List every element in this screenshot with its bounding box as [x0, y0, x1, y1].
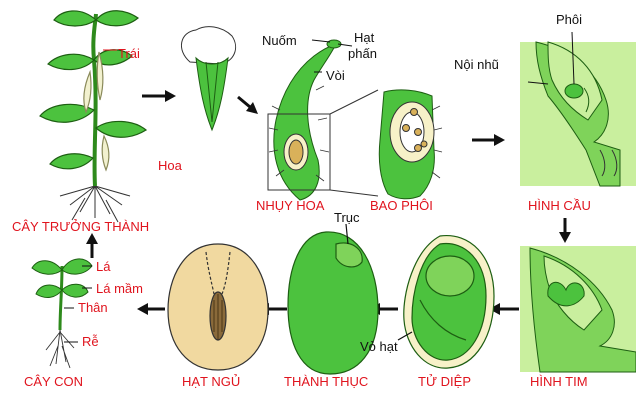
pollen-label-line1: Hạt — [354, 30, 375, 45]
pistil-hairs — [268, 85, 330, 182]
zoom-box — [267, 113, 331, 191]
plant-roots — [59, 185, 131, 223]
flower-petal — [181, 26, 236, 65]
root-label: Rễ — [82, 334, 99, 349]
embryo-pointer-line — [571, 31, 575, 85]
arrow-flower-to-pistil — [237, 95, 258, 114]
seedling-title: CÂY CON — [24, 374, 83, 389]
cotyledon-leaf-label: Lá mầm — [96, 281, 143, 296]
globular-embryo — [520, 31, 636, 187]
arrow-to-globular — [472, 134, 505, 146]
pistil — [267, 39, 379, 201]
axis-pointer-line — [345, 223, 349, 245]
arrow-globular-to-heart — [559, 218, 571, 243]
arrow-dormant-to-seedling — [137, 303, 165, 315]
globular-embryo-body — [564, 83, 584, 99]
dormant-seed-title: HẠT NGỦ — [182, 374, 241, 389]
embryo-sac — [378, 89, 443, 200]
flower-calyx — [195, 56, 229, 132]
plant-pods — [83, 51, 110, 172]
heart-title: HÌNH TIM — [530, 374, 588, 389]
pea-flower — [181, 26, 236, 132]
dormant-seed — [167, 243, 269, 371]
seedcoat-label: Vỏ hạt — [360, 339, 398, 354]
plant-leaves — [39, 10, 148, 170]
arrow-seedling-to-plant — [86, 233, 98, 258]
seedling-stem — [58, 265, 64, 331]
pistil-title: NHỤY HOA — [256, 198, 325, 213]
cotyledon-body — [425, 255, 475, 297]
cotyledon-title: TỬ DIỆP — [418, 374, 471, 389]
fruit-label: Trái — [118, 46, 140, 61]
mature-plant-title: CÂY TRƯỞNG THÀNH — [12, 219, 150, 234]
embryo-axis — [335, 242, 363, 268]
arrow-heart-to-cotyledon — [489, 303, 519, 315]
globular-title: HÌNH CẦU — [528, 198, 591, 213]
flower-label: Hoa — [158, 158, 182, 173]
mature-seed-title: THÀNH THỤC — [284, 374, 369, 389]
leaf-label: Lá — [96, 259, 111, 274]
mature-seed — [287, 223, 379, 375]
plant-stem — [91, 13, 98, 187]
cotyledon-seed — [397, 234, 495, 369]
arrow-plant-to-flower — [142, 90, 176, 102]
pollen-label-line2: phấn — [348, 46, 377, 61]
endosperm-label: Nội nhũ — [454, 57, 499, 72]
mature-plant — [39, 10, 148, 223]
embryo-sac-title: BAO PHÔI — [370, 198, 433, 213]
seedling — [31, 258, 93, 369]
endosperm-pointer-line — [527, 81, 549, 85]
pollen-pointer-line — [337, 43, 353, 47]
axis-label: Trục — [334, 210, 360, 225]
stigma-label: Nuốm — [262, 33, 297, 48]
embryo-label: Phôi — [556, 12, 583, 27]
heart-embryo — [520, 246, 636, 373]
style-label: Vòi — [326, 68, 345, 83]
heart-embryo-body — [547, 281, 585, 307]
stigma-pointer-line — [311, 39, 331, 43]
stem-label: Thân — [78, 300, 108, 315]
seedcoat-pointer-line — [397, 331, 413, 341]
